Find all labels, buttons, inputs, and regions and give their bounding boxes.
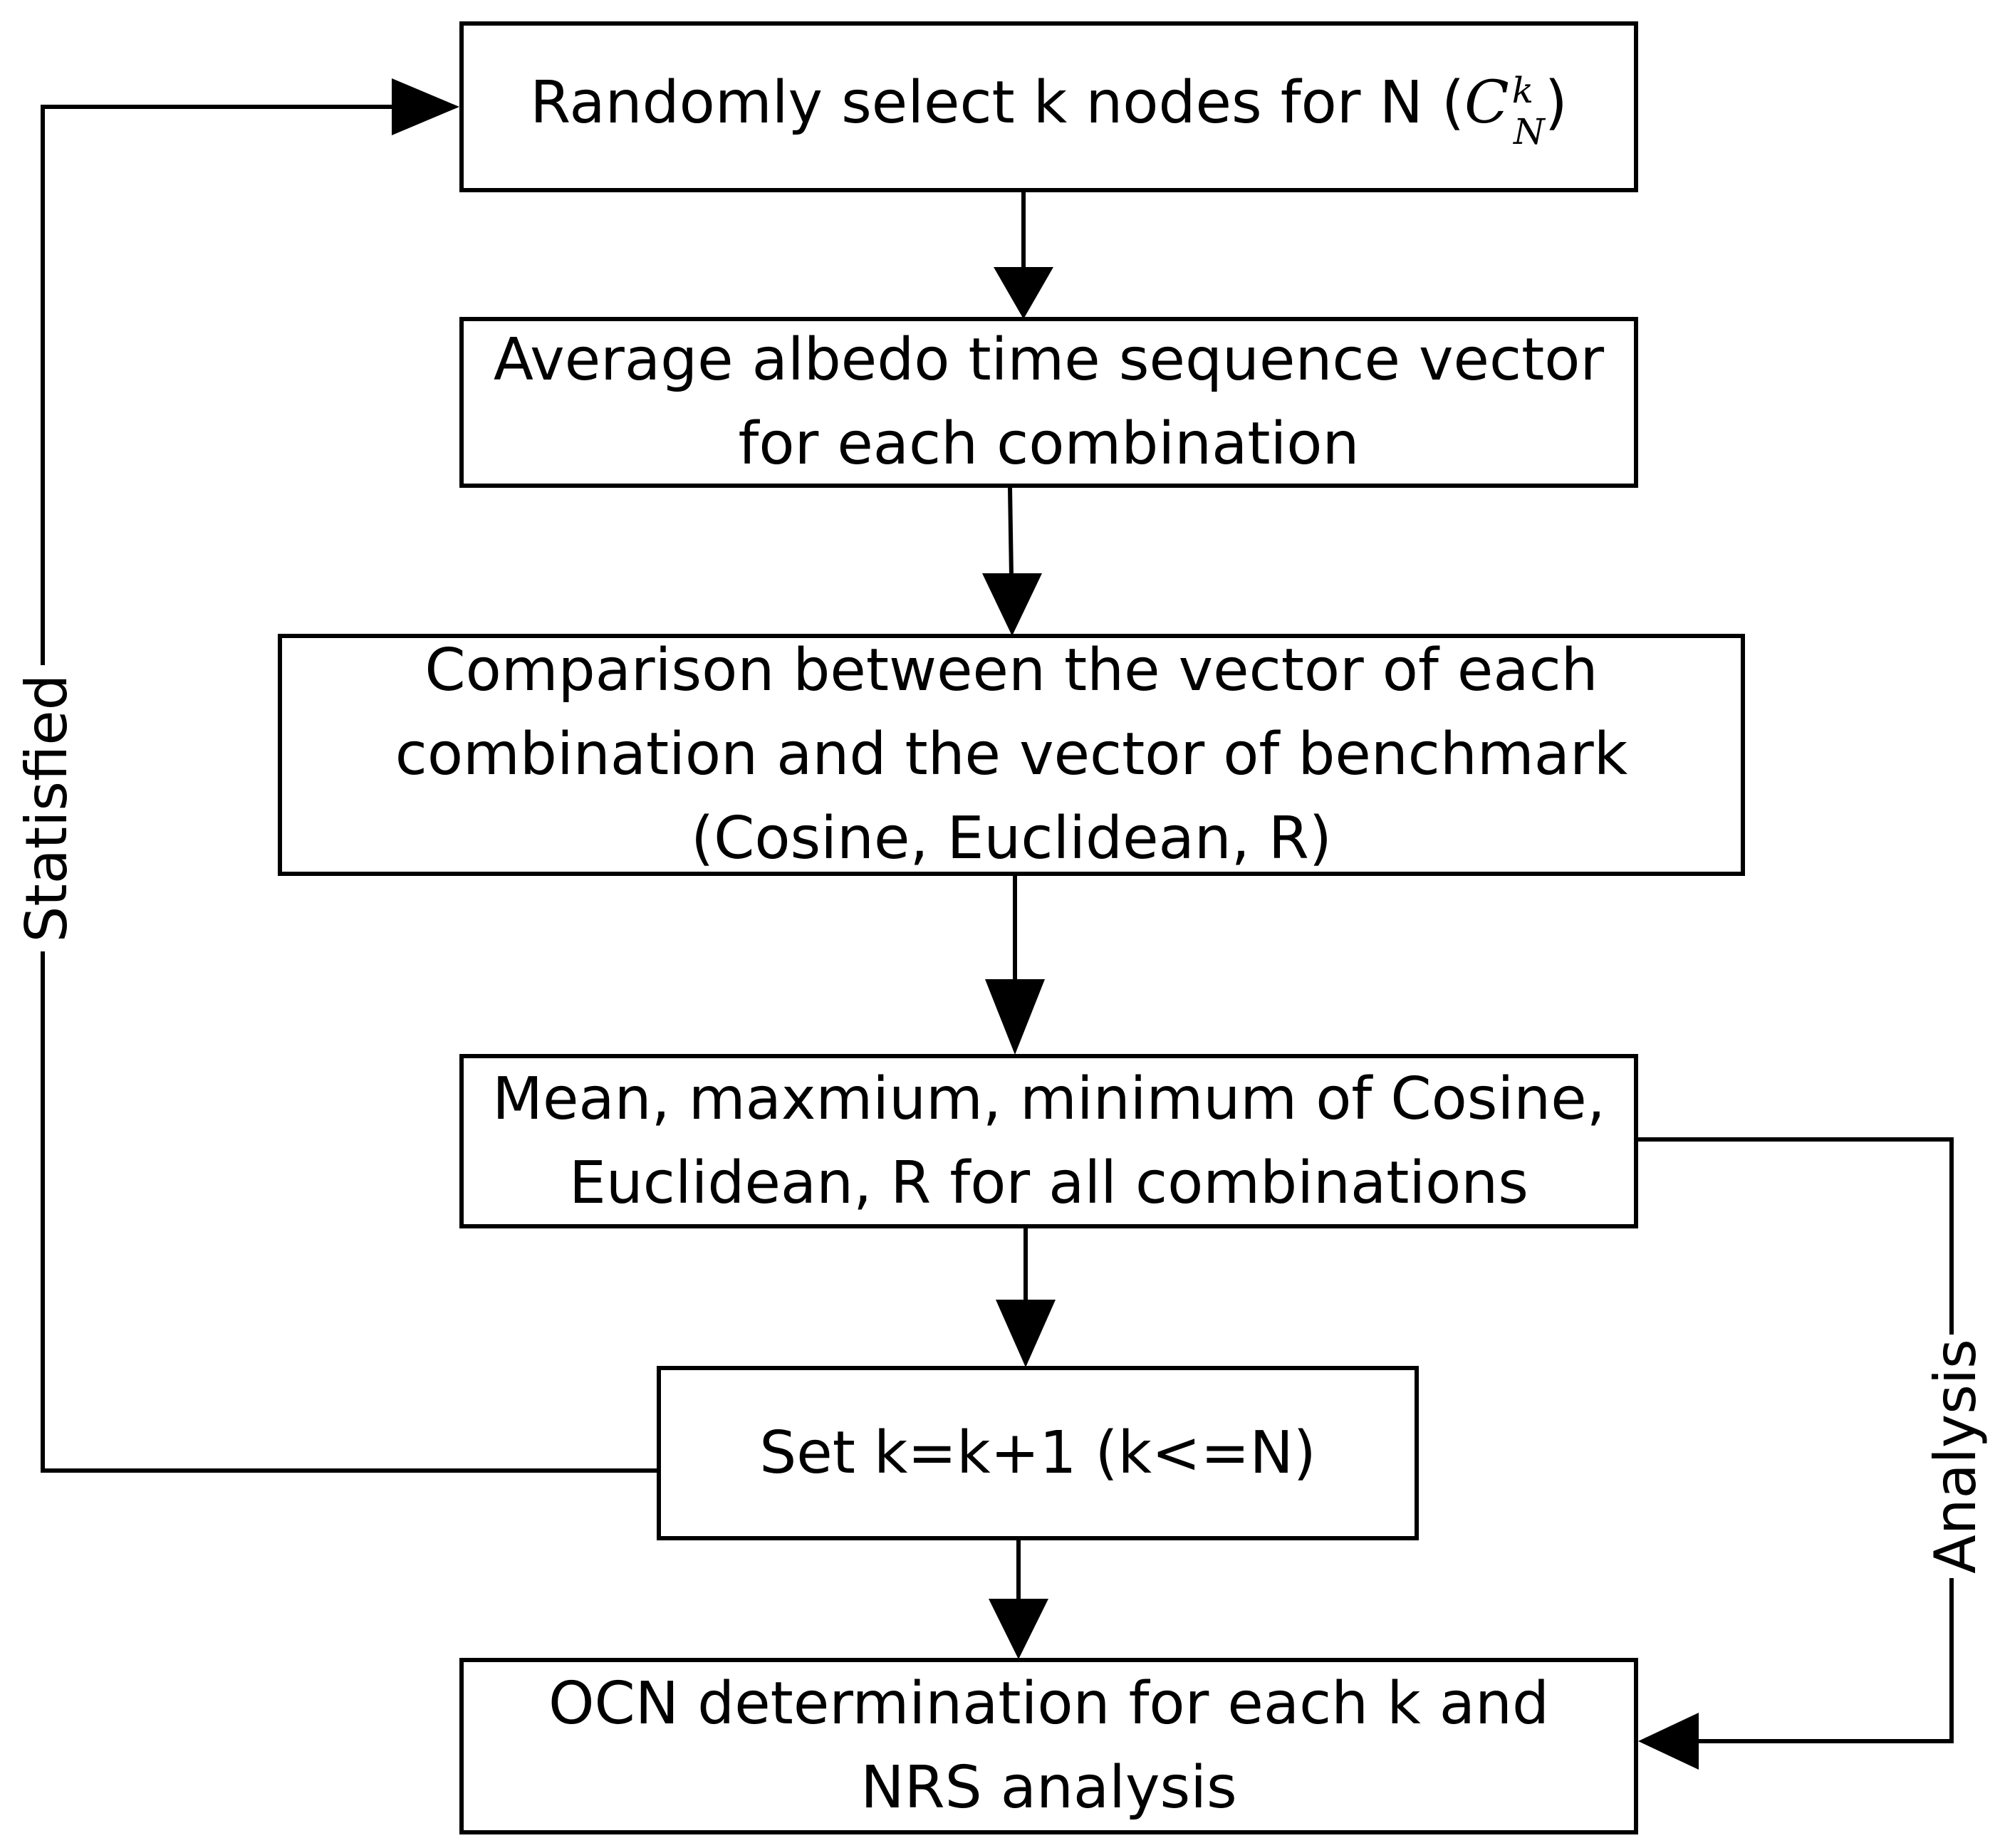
- node-comparison: Comparison between the vector of each co…: [278, 634, 1745, 876]
- node-comparison-line1: Comparison between the vector of each: [424, 637, 1598, 704]
- node-random-select: Randomly select k nodes for N (CkN): [459, 21, 1638, 192]
- node-average-line2: for each combination: [738, 410, 1360, 478]
- arrowhead-average: [994, 267, 1053, 319]
- arrow-average-to-comparison: [1008, 487, 1014, 578]
- node-ocn-line1: OCN determination for each k and: [548, 1670, 1550, 1738]
- node-set-k: Set k=k+1 (k<=N): [657, 1366, 1419, 1540]
- arrowhead-comparison: [982, 573, 1042, 636]
- node-comparison-line3: (Cosine, Euclidean, R): [691, 805, 1332, 872]
- node-random-select-prefix: Randomly select k nodes for N (: [530, 69, 1464, 137]
- arrowhead-setk: [996, 1300, 1056, 1367]
- arrowhead-loop: [392, 78, 459, 135]
- node-average-vector: Average albedo time sequence vector for …: [459, 317, 1638, 488]
- edge-label-analysis: Analysis: [1922, 1335, 1989, 1578]
- node-ocn-determination: OCN determination for each k and NRS ana…: [459, 1658, 1638, 1834]
- node-set-k-line1: Set k=k+1 (k<=N): [759, 1419, 1316, 1487]
- analysis-line: [1637, 1137, 1954, 1743]
- edge-label-satisfied: Statisfied: [14, 665, 80, 951]
- node-statistics: Mean, maxmium, minimum of Cosine, Euclid…: [459, 1054, 1638, 1228]
- combination-subscript: N: [1514, 111, 1545, 152]
- combination-superscript: k: [1511, 70, 1534, 111]
- node-statistics-line1: Mean, maxmium, minimum of Cosine,: [492, 1065, 1605, 1133]
- node-average-line1: Average albedo time sequence vector: [493, 326, 1605, 394]
- node-ocn-line2: NRS analysis: [860, 1754, 1237, 1822]
- arrowhead-stats: [985, 979, 1045, 1055]
- arrowhead-analysis: [1638, 1713, 1699, 1770]
- arrowhead-ocn: [989, 1599, 1048, 1659]
- combination-symbol: C: [1464, 69, 1509, 137]
- node-statistics-line2: Euclidean, R for all combinations: [569, 1149, 1528, 1217]
- node-random-select-suffix: ): [1544, 69, 1568, 137]
- node-comparison-line2: combination and the vector of benchmark: [395, 721, 1628, 788]
